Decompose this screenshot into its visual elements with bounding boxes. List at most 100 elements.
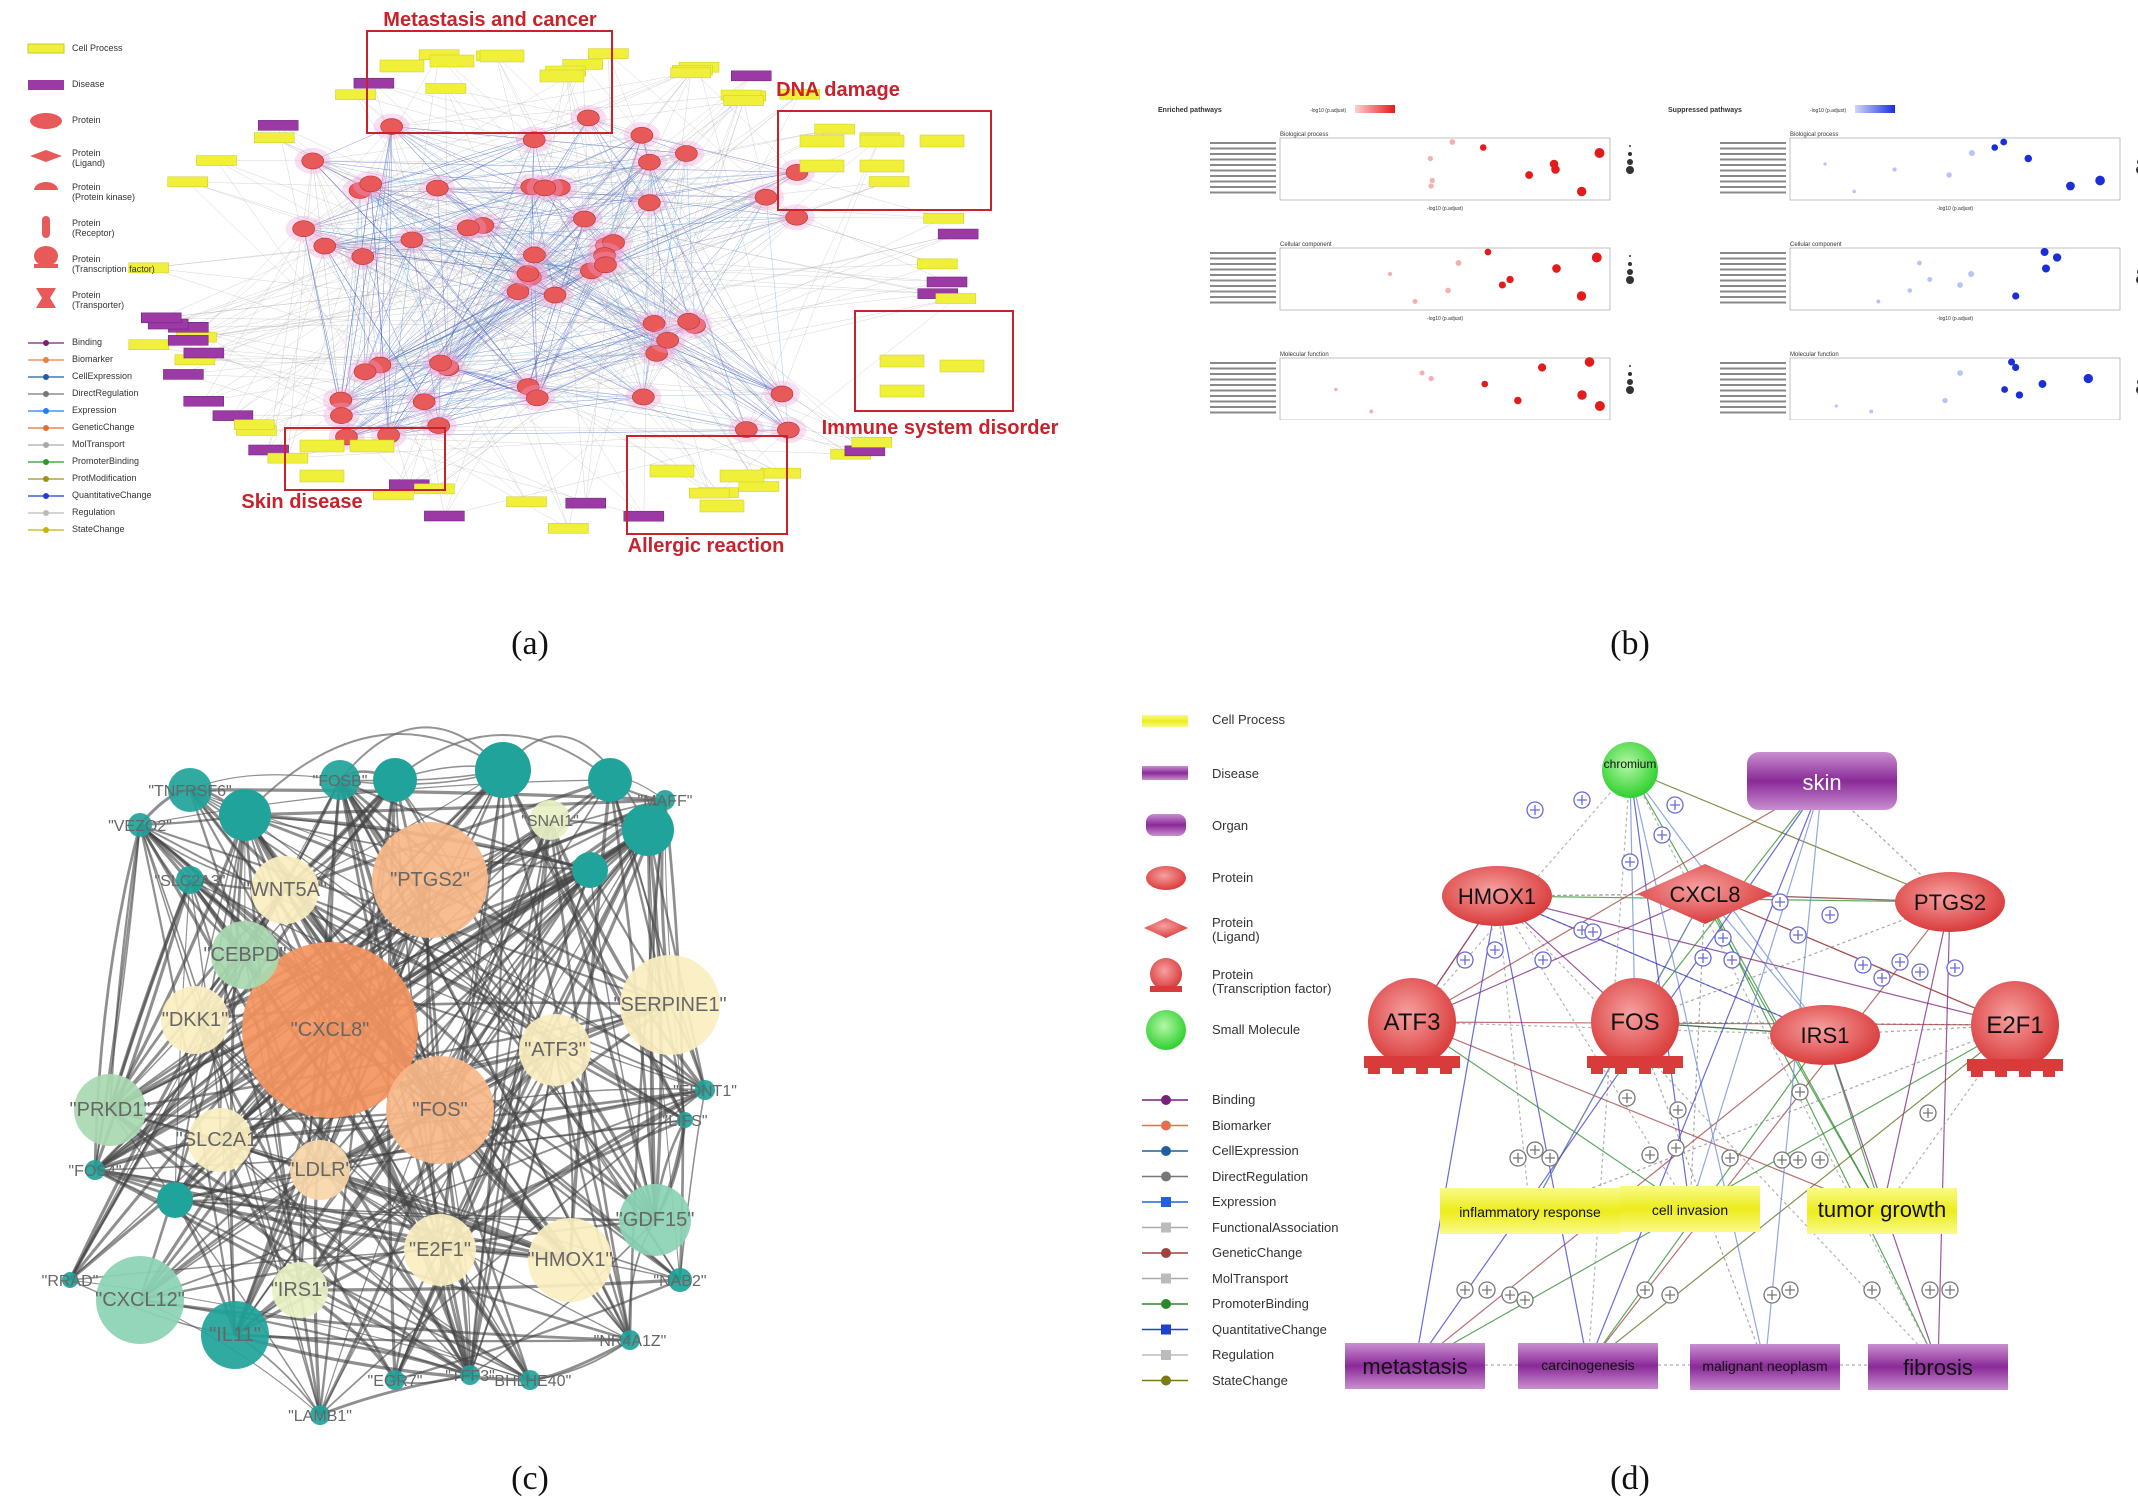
node-label-tumor: tumor growth bbox=[1818, 1197, 1946, 1222]
protein-node bbox=[573, 210, 596, 228]
enriched-term-label bbox=[1210, 153, 1276, 155]
edge bbox=[667, 100, 744, 341]
legend-a-edge-promoterbinding: PromoterBinding bbox=[72, 456, 140, 466]
edge bbox=[324, 245, 644, 517]
protein-node bbox=[1895, 872, 2005, 932]
edge bbox=[183, 187, 560, 375]
edge bbox=[364, 126, 392, 372]
plus-icon-cross bbox=[1513, 1153, 1523, 1163]
edge bbox=[365, 233, 959, 372]
cell-process-node bbox=[814, 123, 855, 135]
edge bbox=[444, 187, 560, 517]
edge bbox=[355, 94, 797, 218]
edge bbox=[656, 218, 944, 354]
cell-process-node bbox=[1440, 1188, 1620, 1234]
edge bbox=[370, 183, 441, 364]
gene-label: "LDLR" bbox=[287, 1159, 352, 1181]
legend-d-edge-marker bbox=[1161, 1299, 1171, 1309]
edge bbox=[643, 202, 650, 517]
enriched-term-label bbox=[1210, 268, 1276, 271]
enriched-term-label bbox=[1210, 263, 1276, 265]
edge bbox=[203, 254, 535, 354]
edge bbox=[94, 1119, 686, 1171]
enriched-size-legend bbox=[1629, 145, 1631, 147]
suppressed-term-label bbox=[1720, 274, 1786, 276]
edge bbox=[174, 1199, 656, 1221]
edge bbox=[529, 1339, 631, 1381]
suppressed-point bbox=[1991, 144, 1999, 151]
gene-label: "PRKD1" bbox=[70, 1099, 151, 1121]
edge bbox=[362, 256, 389, 436]
panel-a-legend-edge-lines bbox=[28, 340, 64, 533]
edge bbox=[394, 779, 556, 1051]
edge bbox=[604, 255, 948, 283]
plus-icon-cross bbox=[1645, 1150, 1655, 1160]
edge bbox=[299, 1003, 671, 1292]
edge bbox=[606, 216, 797, 246]
edge bbox=[517, 197, 767, 292]
edge bbox=[299, 1278, 681, 1292]
gene-node bbox=[290, 1140, 350, 1200]
plus-icon-cross bbox=[1640, 1285, 1650, 1295]
gene-node bbox=[460, 1365, 480, 1385]
cell-process-node bbox=[299, 439, 345, 453]
gene-node bbox=[320, 760, 360, 800]
gene-node bbox=[85, 1160, 105, 1180]
enriched-term-label bbox=[1210, 274, 1276, 276]
edge bbox=[254, 117, 589, 425]
edge bbox=[341, 126, 392, 416]
enriched-term-label bbox=[1210, 400, 1276, 403]
gene-node bbox=[588, 758, 632, 802]
cell-process-node bbox=[723, 95, 764, 106]
edge bbox=[194, 1019, 441, 1251]
edge bbox=[303, 187, 438, 229]
suppressed-term-label bbox=[1720, 378, 1786, 381]
edge bbox=[391, 72, 691, 127]
enriched-point bbox=[1594, 148, 1605, 158]
edge bbox=[324, 54, 440, 247]
gene-label: "ATF3" bbox=[524, 1039, 586, 1061]
enriched-xlabel: -log10 (p.adjust) bbox=[1427, 206, 1463, 212]
suppressed-facet-title: Molecular function bbox=[1790, 352, 1839, 358]
edge bbox=[364, 139, 535, 372]
suppressed-point bbox=[1968, 149, 1975, 157]
edge bbox=[608, 53, 650, 163]
edge bbox=[445, 88, 589, 119]
edge bbox=[364, 197, 767, 372]
gene-label: "SERPINE1" bbox=[613, 994, 726, 1016]
cell-process-node bbox=[479, 49, 525, 63]
edge bbox=[604, 255, 865, 452]
gene-label: "CEBPD" bbox=[203, 944, 286, 966]
enriched-size-legend bbox=[1629, 255, 1631, 257]
gene-node bbox=[211, 921, 279, 989]
edge bbox=[434, 397, 538, 489]
enriched-term-label bbox=[1210, 373, 1276, 375]
gene-label: "GDF15" bbox=[616, 1209, 695, 1231]
suppressed-facet-frame bbox=[1789, 137, 2121, 201]
suppressed-point bbox=[1852, 189, 1856, 194]
protein-node bbox=[533, 179, 557, 197]
legend-a-disease: Disease bbox=[72, 79, 105, 89]
edge bbox=[379, 233, 959, 366]
legend-a-edge-cellexpression: CellExpression bbox=[72, 371, 133, 381]
edge bbox=[346, 401, 425, 438]
cell-process-node bbox=[939, 359, 985, 373]
edge bbox=[340, 386, 529, 401]
plus-icon-cross bbox=[1767, 1290, 1777, 1300]
legend-d-edge-biomarker: Biomarker bbox=[1212, 1117, 1272, 1133]
edge bbox=[531, 172, 797, 188]
gene-label: "WNT5A" bbox=[243, 879, 327, 901]
panel-a-caption: (a) bbox=[511, 625, 549, 662]
edge bbox=[379, 161, 650, 366]
plus-icon-cross bbox=[1670, 800, 1680, 810]
enriched-xlabel: -log10 (p.adjust) bbox=[1427, 316, 1463, 322]
edge bbox=[364, 273, 529, 372]
suppressed-term-label bbox=[1720, 169, 1786, 172]
edge bbox=[530, 245, 607, 278]
enriched-point bbox=[1412, 299, 1418, 304]
suppressed-facet-frame bbox=[1789, 357, 2121, 421]
edge bbox=[656, 353, 783, 395]
gene-label: "IRS1" bbox=[271, 1279, 330, 1301]
edge bbox=[373, 83, 535, 140]
